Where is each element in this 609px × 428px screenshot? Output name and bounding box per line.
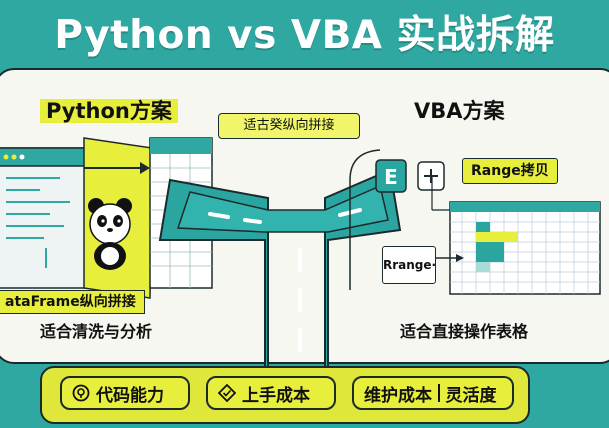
pill-learning-cost: 上手成本: [206, 376, 336, 410]
diamond-check-icon: [218, 384, 236, 402]
excel-e-letter: E: [384, 165, 398, 189]
vba-illustration: [349, 149, 601, 295]
python-caption: 适合清洗与分析: [40, 322, 153, 341]
pill-maintenance-flex: 维护成本 灵活度: [352, 376, 514, 410]
range-copy-tag: Range拷贝: [462, 158, 558, 184]
page-title: Python vs VBA 实战拆解: [54, 13, 555, 58]
range-label: Rrange·: [382, 246, 436, 284]
pill-code-skill: 代码能力: [60, 376, 190, 410]
panda-icon: [88, 198, 132, 270]
pill-flex-label: 灵活度: [445, 385, 497, 406]
python-heading: Python方案: [40, 95, 178, 125]
vba-caption: 适合直接操作表格: [400, 322, 529, 341]
dataframe-tag: ataFrame纵向拼接: [0, 290, 145, 314]
python-heading-text: Python方案: [40, 99, 178, 123]
pill-learning-cost-label: 上手成本: [242, 385, 310, 406]
dataframe-tag-text: ataFrame纵向拼接: [5, 294, 136, 310]
center-label: 适古癸纵向拼接: [218, 113, 360, 139]
pill-maintenance-label: 维护成本: [364, 385, 432, 406]
range-label-text: Rrange·: [383, 258, 437, 272]
vba-heading: VBA方案: [414, 95, 505, 125]
pill-code-skill-label: 代码能力: [96, 385, 164, 406]
vba-heading-text: VBA方案: [414, 99, 505, 123]
pill-divider: [438, 384, 440, 402]
range-copy-text: Range拷贝: [471, 163, 549, 179]
location-pin-icon: [72, 384, 90, 402]
